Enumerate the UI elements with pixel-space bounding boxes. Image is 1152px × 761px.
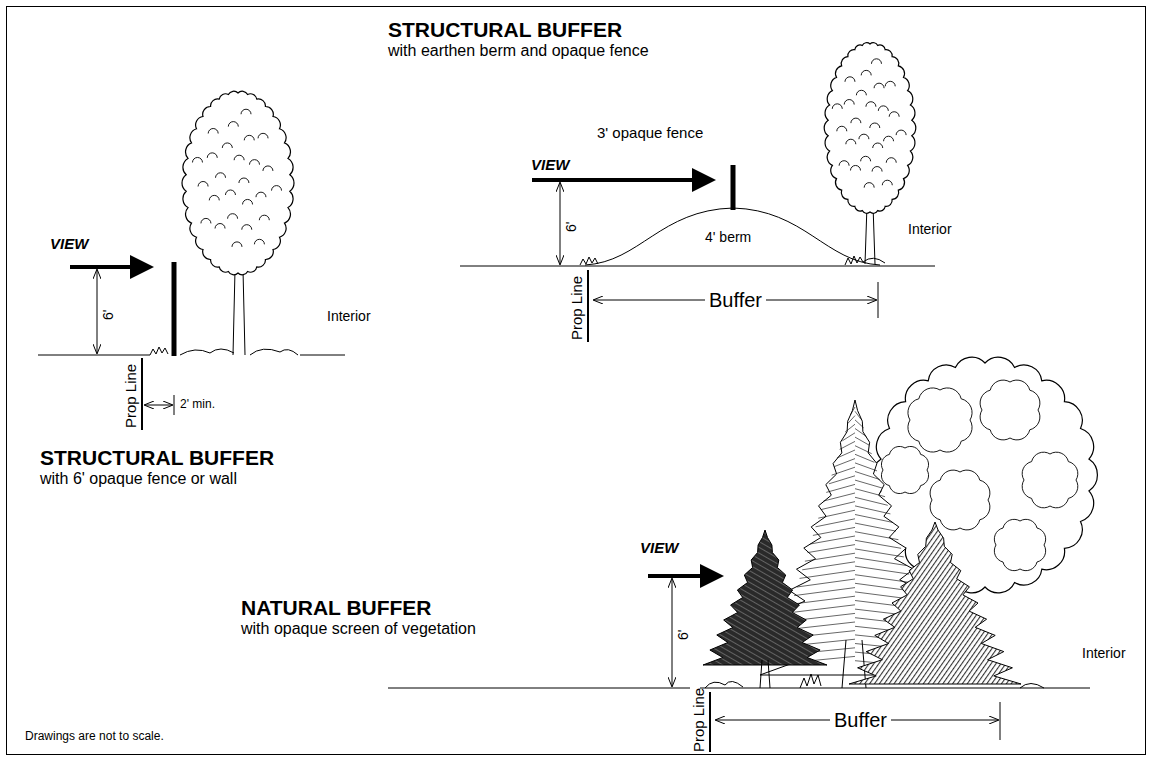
section-heading: STRUCTURAL BUFFER bbox=[388, 18, 622, 41]
view-label: VIEW bbox=[531, 157, 569, 174]
property-line-label: Prop Line bbox=[123, 364, 140, 428]
berm-panel bbox=[460, 43, 935, 342]
property-line-label: Prop Line bbox=[569, 276, 586, 340]
view-label: VIEW bbox=[50, 236, 88, 253]
fence-panel bbox=[38, 91, 345, 430]
page-frame bbox=[7, 7, 1146, 755]
fence-label: 3' opaque fence bbox=[597, 125, 703, 142]
section-subtitle: with opaque screen of vegetation bbox=[241, 620, 476, 638]
vegetation-panel bbox=[388, 357, 1097, 752]
setback-dimension: 2' min. bbox=[180, 398, 215, 411]
view-label: VIEW bbox=[640, 540, 678, 557]
buffer-dimension: Buffer bbox=[830, 709, 891, 731]
property-line-label: Prop Line bbox=[691, 688, 708, 752]
interior-label: Interior bbox=[327, 309, 371, 324]
section-heading: STRUCTURAL BUFFER bbox=[40, 446, 274, 469]
height-dimension: 6' bbox=[101, 310, 116, 320]
berm-label: 4' berm bbox=[705, 230, 751, 245]
section-subtitle: with earthen berm and opaque fence bbox=[388, 42, 649, 60]
height-dimension: 6' bbox=[564, 222, 579, 232]
section-heading: NATURAL BUFFER bbox=[241, 596, 432, 619]
buffer-dimension: Buffer bbox=[705, 289, 766, 311]
scale-note: Drawings are not to scale. bbox=[25, 730, 164, 743]
height-dimension: 6' bbox=[676, 630, 691, 640]
section-subtitle: with 6' opaque fence or wall bbox=[40, 470, 237, 488]
interior-label: Interior bbox=[1082, 646, 1126, 661]
interior-label: Interior bbox=[908, 222, 952, 237]
